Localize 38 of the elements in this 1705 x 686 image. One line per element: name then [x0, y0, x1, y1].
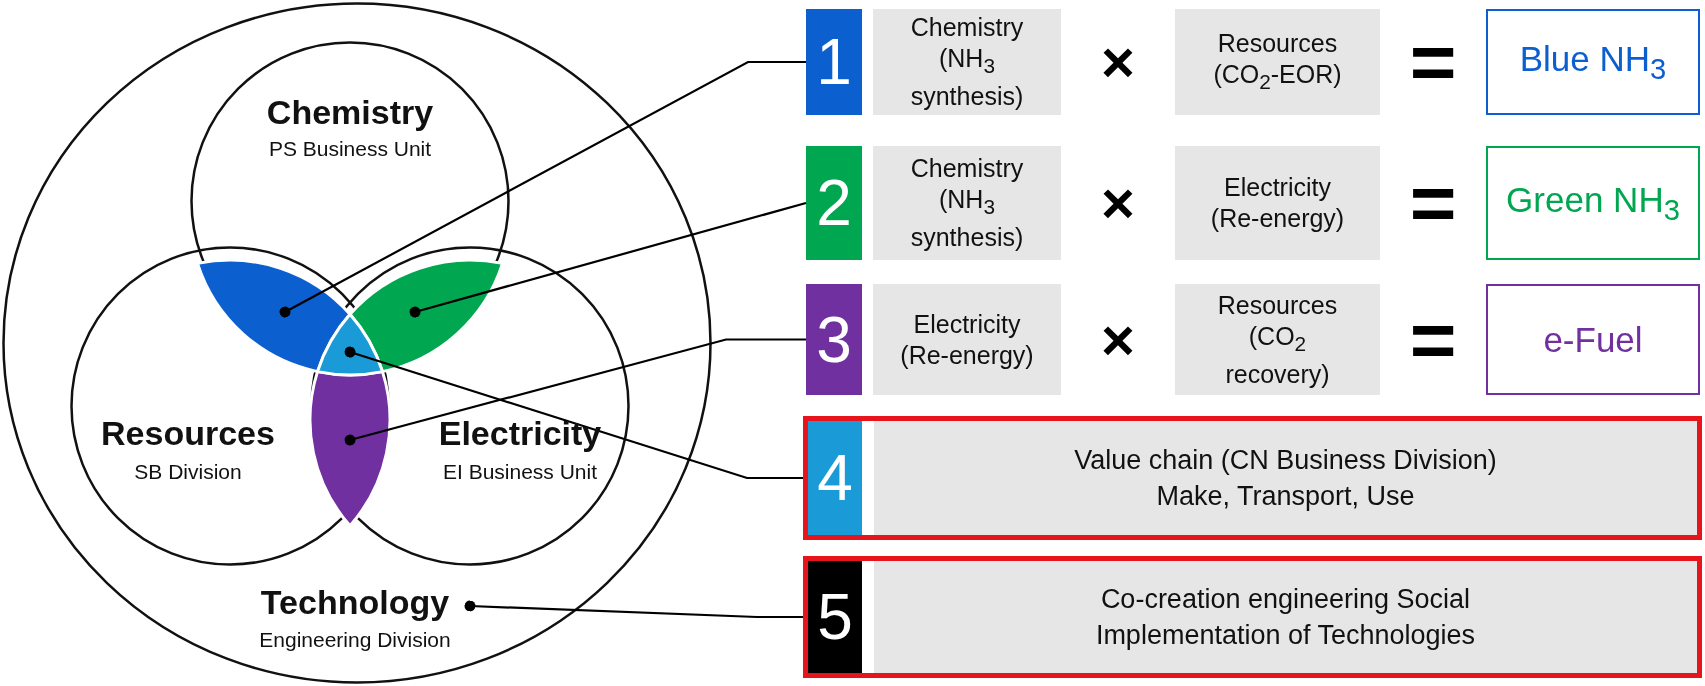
number-badge: 2 — [806, 146, 862, 260]
equals-sign: = — [1408, 22, 1458, 102]
circle-title: Chemistry — [266, 93, 434, 132]
circle-subtitle: Engineering Division — [259, 628, 451, 652]
number-badge: 5 — [808, 561, 862, 673]
factor-cell: Electricity (Re-energy) — [1175, 146, 1380, 260]
leader-line — [344, 338, 806, 446]
circle-subtitle: SB Division — [134, 460, 242, 484]
leader-line — [409, 201, 807, 318]
equals-sign: = — [1408, 299, 1458, 380]
description-text: Value chain (CN Business Division) Make, Transport, Use — [874, 421, 1697, 535]
leader-line — [464, 600, 803, 619]
center-overlap-region — [316, 312, 384, 377]
leader-line — [279, 60, 806, 318]
multiply-sign: × — [1100, 169, 1136, 237]
factor-cell: Resources (CO$_{2}$ recovery) — [1175, 284, 1380, 395]
result-box: Green NH$_{3}$ — [1486, 146, 1700, 260]
equals-sign: = — [1408, 163, 1458, 243]
number-badge: 3 — [806, 284, 862, 395]
factor-cell: Electricity (Re-energy) — [873, 284, 1061, 395]
circle-subtitle: PS Business Unit — [268, 137, 432, 161]
factor-cell: Resources (CO$_{2}$-EOR) — [1175, 9, 1380, 115]
multiply-sign: × — [1100, 305, 1136, 374]
number-badge: 4 — [808, 421, 862, 535]
highlight-frame — [803, 416, 1702, 540]
multiply-sign: × — [1100, 28, 1136, 96]
result-box: Blue NH$_{3}$ — [1486, 9, 1700, 115]
leader-line — [344, 346, 803, 480]
factor-cell: Chemistry (NH$_{3}$ synthesis) — [873, 9, 1061, 115]
highlight-frame — [803, 556, 1702, 678]
result-box: e-Fuel — [1486, 284, 1700, 395]
factor-cell: Chemistry (NH$_{3}$ synthesis) — [873, 146, 1061, 260]
circle-title: Electricity — [438, 414, 602, 453]
description-text: Co-creation engineering Social Implementation of Technologies — [874, 561, 1697, 673]
circle-subtitle: EI Business Unit — [442, 460, 598, 484]
circle-title: Resources — [101, 414, 275, 453]
number-badge: 1 — [806, 9, 862, 115]
circle-title: Technology — [260, 583, 450, 622]
